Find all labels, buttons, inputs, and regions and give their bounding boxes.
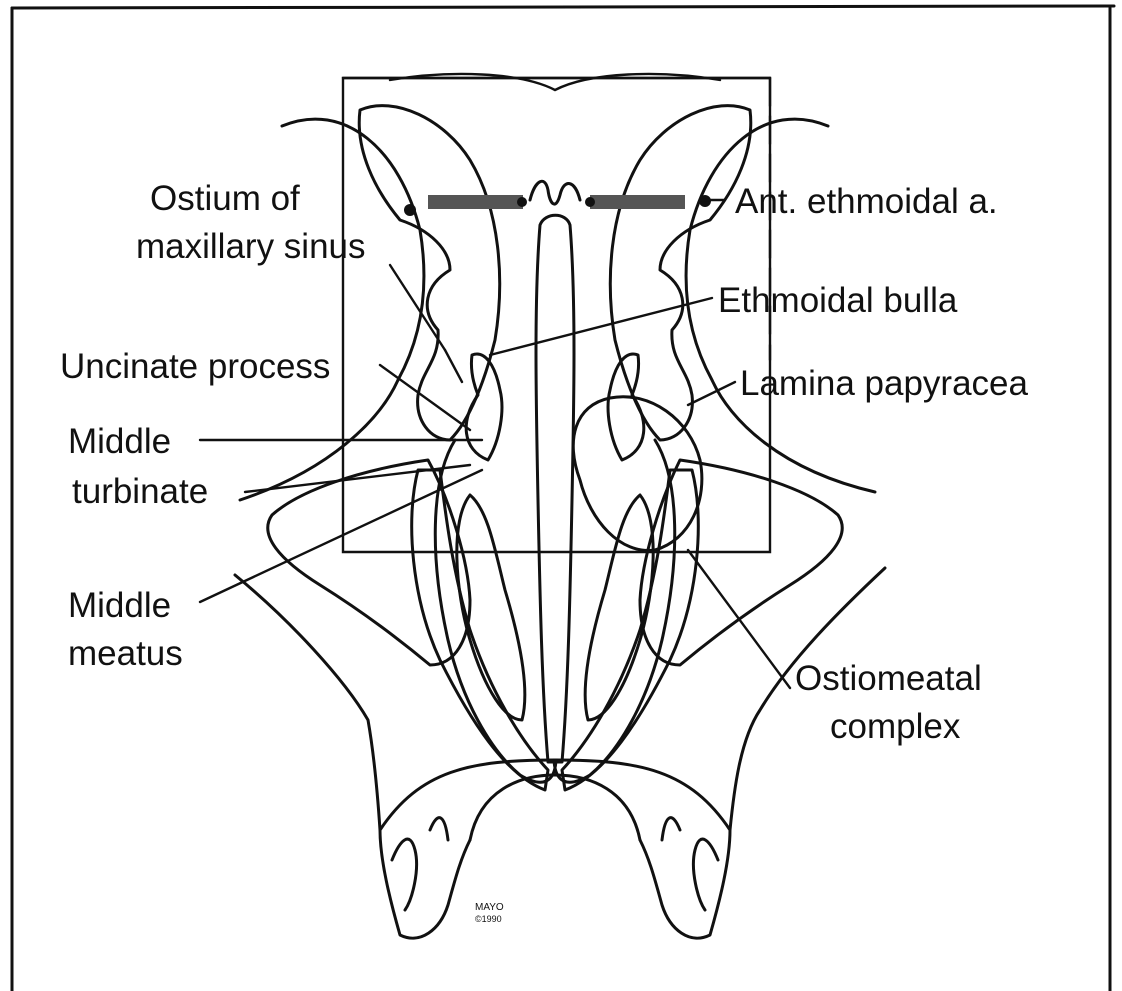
top-arc: [390, 74, 720, 90]
label-complex: complex: [830, 707, 961, 746]
artist-signature-line1: MAYO: [475, 902, 504, 913]
right-middle-turbinate: [608, 354, 644, 460]
left-inferior-turbinate: [457, 495, 525, 720]
right-inferior-turbinate: [585, 495, 653, 720]
label-ethmoidal-bulla: Ethmoidal bulla: [718, 281, 958, 320]
left-middle-turbinate: [466, 354, 502, 460]
label-uncinate-process: Uncinate process: [60, 347, 330, 386]
left-tooth: [380, 818, 470, 938]
left-orbit-outline: [240, 119, 424, 500]
label-middle-turbinate-1: Middle: [68, 422, 171, 461]
label-ostiomeatal: Ostiomeatal: [795, 659, 982, 698]
region-box: [343, 78, 770, 552]
label-middle-meatus-1: Middle: [68, 586, 171, 625]
label-lamina-papyracea: Lamina papyracea: [740, 364, 1028, 403]
crista-galli: [530, 181, 580, 204]
ostiomeatal-complex-outline: [573, 397, 702, 551]
label-ostium-of: Ostium of: [150, 179, 300, 218]
artist-signature-line2: ©1990: [475, 914, 502, 924]
label-middle-meatus-2: meatus: [68, 634, 183, 673]
label-middle-turbinate-2: turbinate: [72, 472, 208, 511]
left-lower-turbinate-stipple: [412, 470, 548, 790]
right-ethmoid-cells: [610, 106, 750, 440]
turbinates: [412, 215, 699, 790]
label-ant-ethmoidal: Ant. ethmoidal a.: [735, 182, 998, 221]
palate-curve: [470, 775, 640, 840]
left-ethmoid-cells: [359, 106, 499, 440]
right-lower-turbinate-stipple: [562, 470, 698, 790]
nasal-septum: [536, 215, 574, 762]
right-tooth: [640, 818, 730, 938]
hard-palate: [235, 568, 885, 830]
label-maxillary-sinus: maxillary sinus: [136, 227, 366, 266]
